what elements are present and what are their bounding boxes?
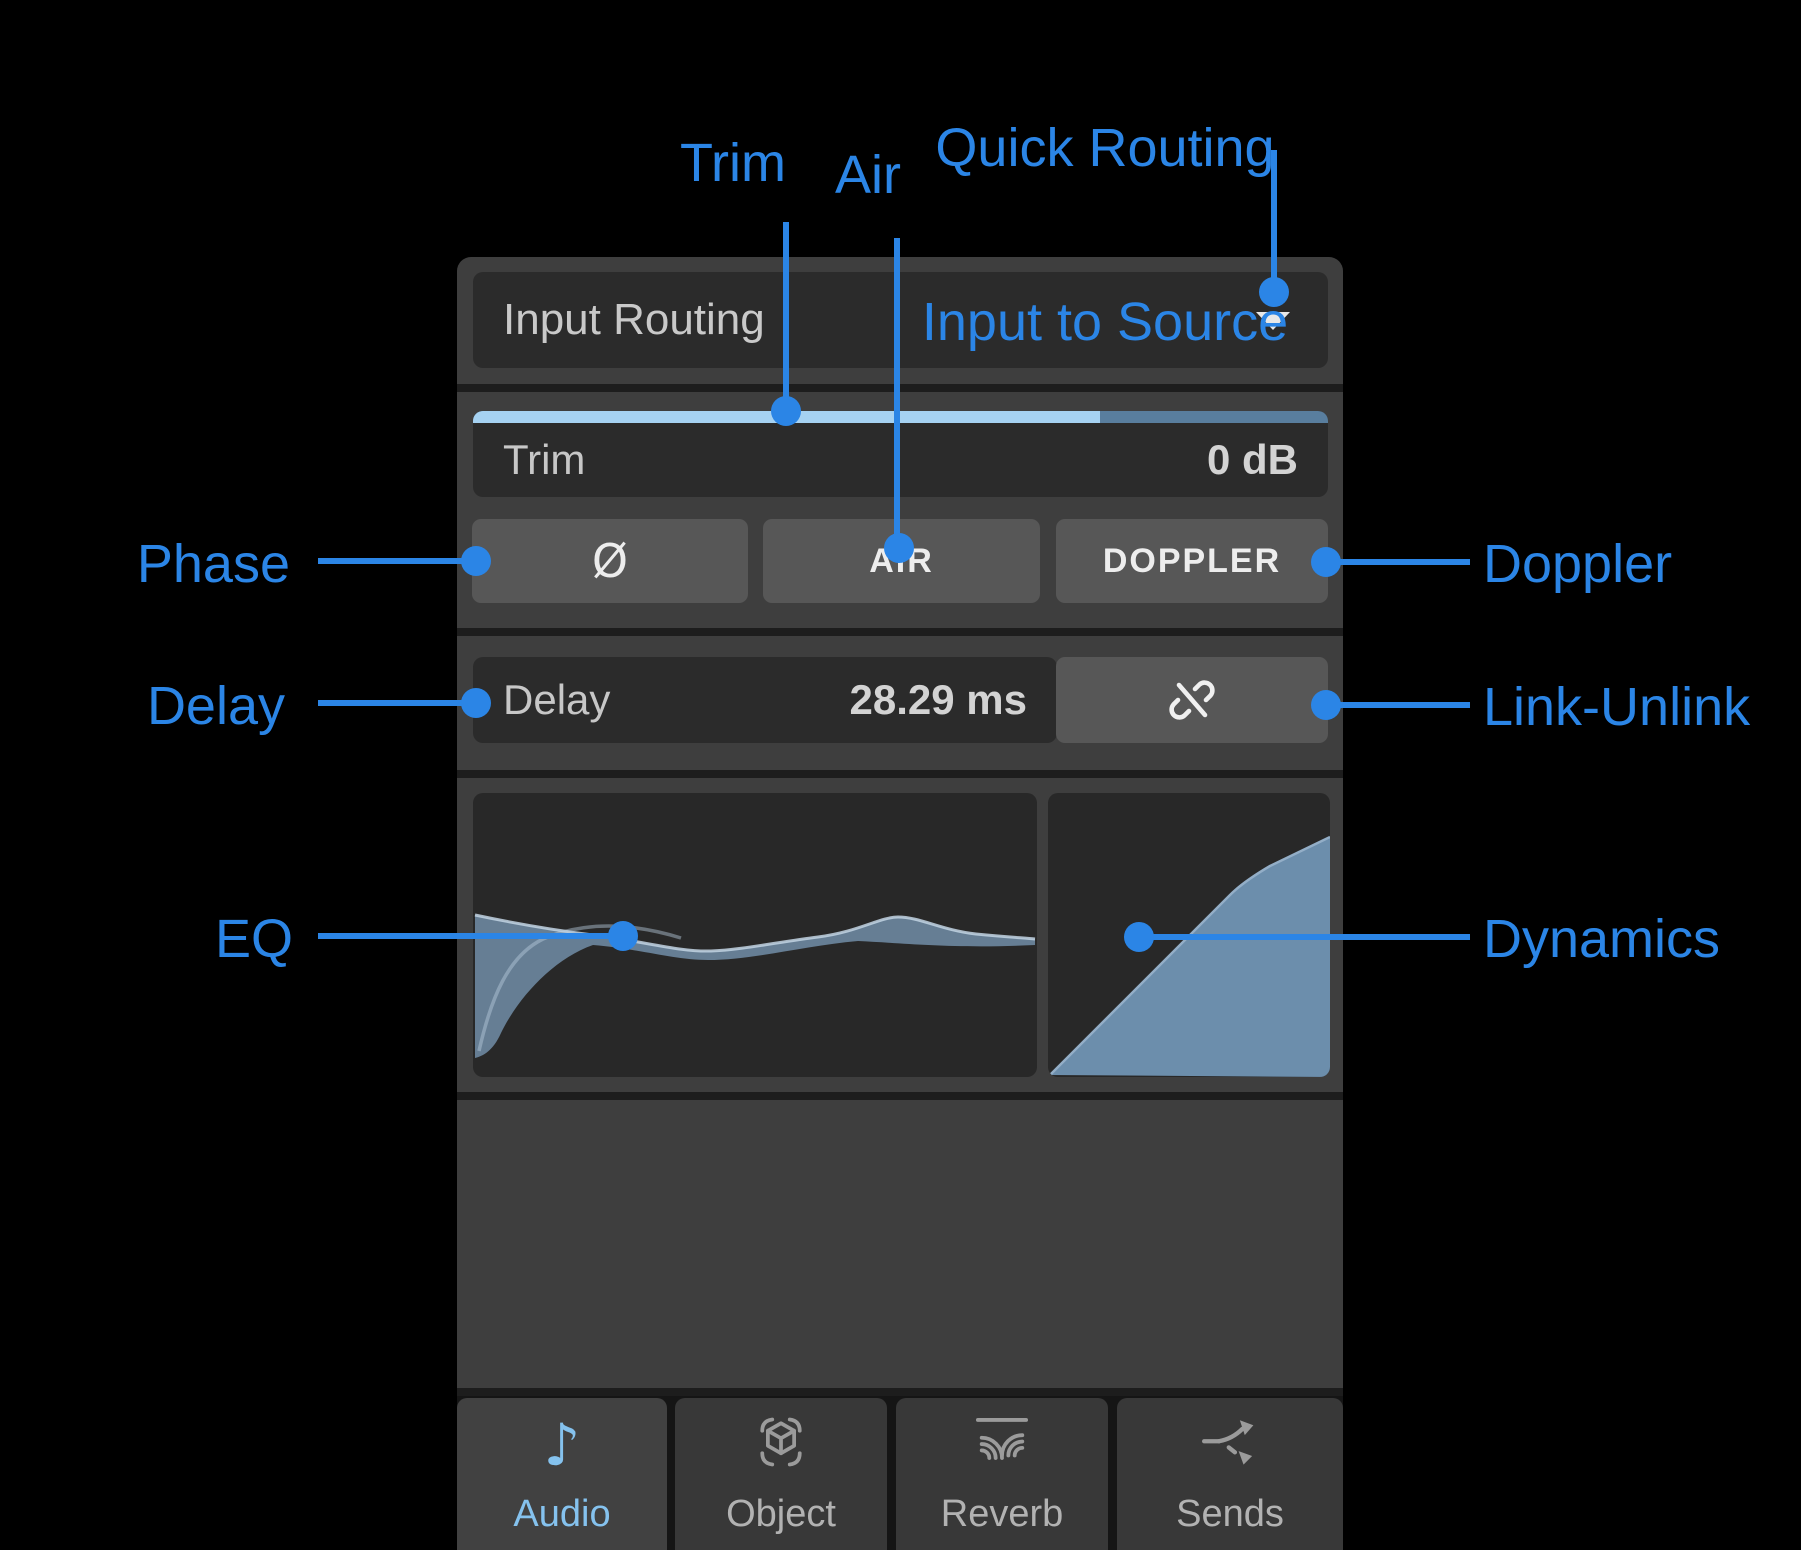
tab-audio[interactable]: ♪ Audio xyxy=(457,1398,667,1550)
music-note-icon: ♪ xyxy=(543,1411,581,1479)
tab-audio-label: Audio xyxy=(513,1493,611,1535)
annotation-line-link-unlink xyxy=(1338,702,1470,708)
trim-label: Trim xyxy=(503,436,586,483)
annotation-trim: Trim xyxy=(680,133,786,193)
annotation-dot-quick-routing xyxy=(1259,277,1289,307)
annotation-line-quick-routing xyxy=(1271,150,1277,292)
dynamics-curve-graphic xyxy=(1049,835,1330,1077)
annotation-line-trim xyxy=(783,222,789,408)
annotation-dynamics: Dynamics xyxy=(1483,909,1721,969)
section-divider xyxy=(457,1092,1343,1100)
tab-reverb[interactable]: Reverb xyxy=(896,1398,1108,1550)
annotation-line-air xyxy=(894,238,900,544)
annotation-dot-air xyxy=(884,533,914,563)
annotation-delay: Delay xyxy=(146,676,285,736)
annotation-dot-dynamics xyxy=(1124,922,1154,952)
doppler-button[interactable]: DOPPLER xyxy=(1056,519,1328,603)
tab-object[interactable]: Object xyxy=(675,1398,887,1550)
annotation-dot-trim xyxy=(771,396,801,426)
tab-bar: ♪ Audio Object xyxy=(457,1396,1343,1550)
section-divider xyxy=(457,770,1343,778)
annotation-phase: Phase xyxy=(136,534,290,594)
annotation-link-unlink: Link-Unlink xyxy=(1483,677,1751,737)
annotation-line-dynamics xyxy=(1152,934,1470,940)
delay-section: Delay 28.29 ms xyxy=(457,636,1343,770)
input-routing-label: Input Routing xyxy=(503,295,765,344)
phase-button-label: Ø xyxy=(591,534,629,588)
audio-properties-panel: Input Routing Trim 0 dB Ø AIR DOPPLER xyxy=(457,257,1343,1550)
section-divider xyxy=(457,1388,1343,1396)
annotation-dot-delay xyxy=(461,688,491,718)
annotation-line-doppler xyxy=(1338,559,1470,565)
cube-icon xyxy=(675,1412,887,1478)
annotation-eq: EQ xyxy=(214,909,293,969)
annotation-air: Air xyxy=(835,145,901,205)
trim-section: Trim 0 dB Ø AIR DOPPLER xyxy=(457,392,1343,628)
annotation-dot-doppler xyxy=(1311,547,1341,577)
delay-value: 28.29 ms xyxy=(849,676,1027,723)
empty-section xyxy=(457,1100,1343,1388)
input-routing-dropdown[interactable]: Input Routing xyxy=(473,272,1328,368)
section-divider xyxy=(457,628,1343,636)
trim-slider[interactable]: Trim 0 dB xyxy=(473,411,1328,497)
tab-reverb-label: Reverb xyxy=(940,1493,1064,1535)
trim-value: 0 dB xyxy=(1206,436,1298,483)
delay-field[interactable]: Delay 28.29 ms xyxy=(473,657,1057,743)
split-arrow-icon xyxy=(1117,1412,1343,1478)
input-routing-section: Input Routing xyxy=(457,257,1343,384)
annotation-quick-routing-line2: Input to Source xyxy=(921,292,1289,352)
section-divider xyxy=(457,384,1343,392)
tab-sends-label: Sends xyxy=(1176,1493,1284,1535)
annotation-line-phase xyxy=(318,558,466,564)
annotation-dot-phase xyxy=(461,546,491,576)
tab-object-label: Object xyxy=(726,1493,836,1535)
annotation-doppler: Doppler xyxy=(1483,534,1673,594)
link-unlink-button[interactable] xyxy=(1056,657,1328,743)
annotation-dot-eq xyxy=(608,921,638,951)
broken-link-icon xyxy=(1169,680,1215,720)
annotation-line-delay xyxy=(318,700,466,706)
reverb-waves-icon xyxy=(896,1412,1108,1478)
annotation-quick-routing-line1: Quick Routing xyxy=(935,118,1275,178)
annotation-line-eq xyxy=(318,933,612,939)
dropdown-caret-icon xyxy=(1256,312,1290,330)
phase-button[interactable]: Ø xyxy=(472,519,748,603)
annotation-dot-link-unlink xyxy=(1311,690,1341,720)
delay-label: Delay xyxy=(503,676,611,723)
doppler-button-label: DOPPLER xyxy=(1102,542,1282,580)
tab-sends[interactable]: Sends xyxy=(1117,1398,1343,1550)
annotation-quick-routing: Quick Routing Input to Source xyxy=(885,3,1325,467)
